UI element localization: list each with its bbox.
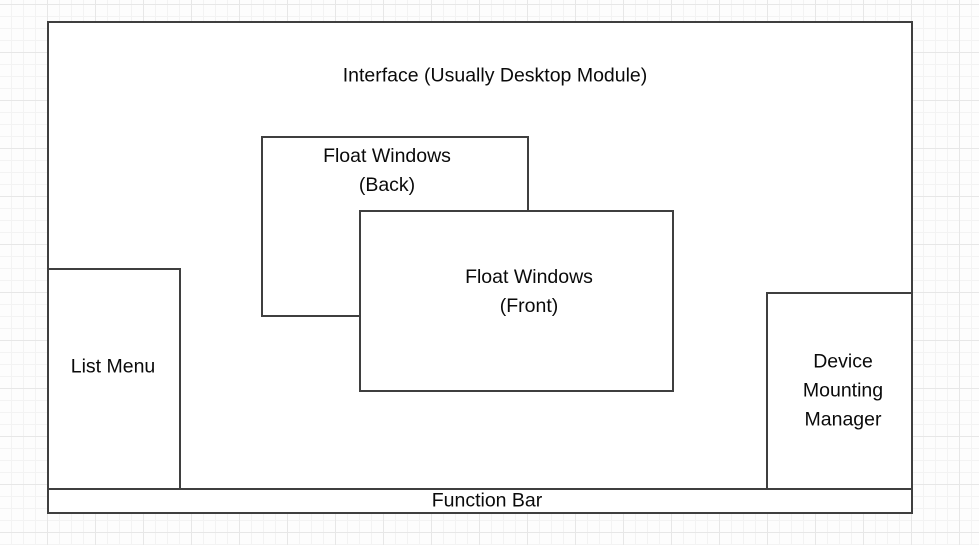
float-windows-front-line-2: (Front) (499, 295, 559, 317)
device-mounting-manager-label: Device Mounting Manager (803, 348, 883, 435)
device-label-line-2: Mounting (802, 379, 884, 402)
float-windows-back-line-1: Float Windows (323, 145, 451, 167)
device-label-line-3: Manager (804, 408, 882, 431)
list-menu-label-text: List Menu (70, 355, 156, 378)
list-menu-box[interactable] (47, 268, 181, 490)
function-bar-label: Function Bar (432, 487, 543, 516)
device-mounting-manager-box[interactable] (766, 292, 913, 490)
float-windows-front-line-1: Float Windows (465, 266, 593, 288)
float-windows-back-line-2: (Back) (358, 174, 416, 196)
device-label-line-1: Device (813, 350, 873, 373)
interface-label-text: Interface (Usually Desktop Module) (342, 64, 648, 87)
function-bar[interactable] (47, 488, 913, 514)
function-bar-label-text: Function Bar (431, 489, 543, 512)
float-windows-front-box[interactable] (359, 210, 674, 392)
float-windows-front-label: Float Windows (Front) (465, 263, 593, 321)
interface-label: Interface (Usually Desktop Module) (343, 62, 648, 91)
float-windows-back-label: Float Windows (Back) (323, 142, 451, 200)
list-menu-label: List Menu (71, 353, 156, 382)
